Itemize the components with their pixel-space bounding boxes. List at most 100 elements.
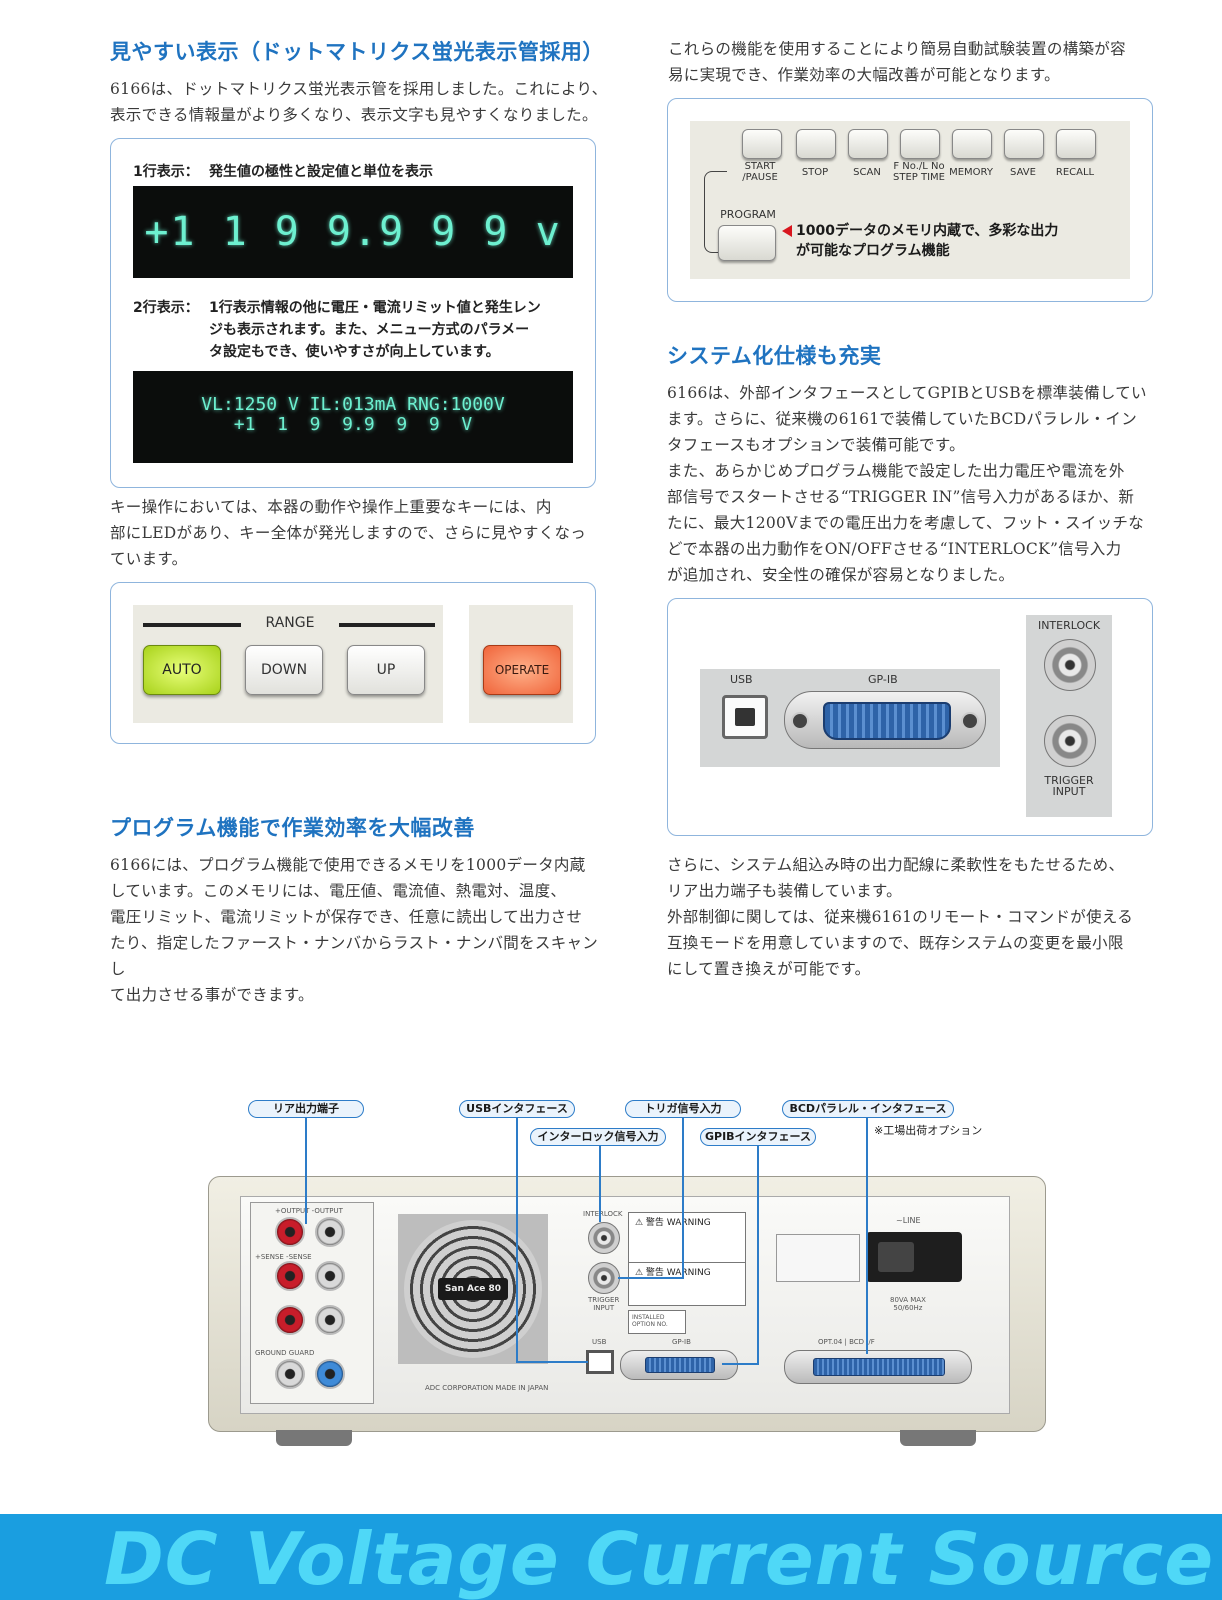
program-keys-panel: START /PAUSE STOP SCAN F No./L No STEP T… [667,98,1153,302]
left-foot [276,1430,352,1446]
stop-label: STOP [801,167,829,178]
leader-usb-h [516,1361,588,1363]
bnc-connectors-photo: INTERLOCK TRIGGER INPUT [1026,615,1112,817]
scan-label: SCAN [853,167,881,178]
callout-rear-output: リア出力端子 [248,1100,364,1118]
rear-interlock-label: INTERLOCK [583,1210,623,1218]
power-rating-label: 80VA MAX 50/60Hz [890,1296,926,1312]
up-key[interactable]: UP [347,645,425,695]
save-key[interactable] [1004,129,1044,159]
fno-lno-key[interactable] [900,129,940,159]
system-paragraph: 6166は、外部インタフェースとしてGPIBとUSBを標準装備してい ます。さら… [667,384,1147,584]
guard-jack-icon[interactable] [315,1359,345,1389]
operate-key-photo: OPERATE [469,605,573,723]
sense-lo-jack-icon[interactable] [315,1261,345,1291]
scan-key[interactable] [848,129,888,159]
ac-line-label: ~LINE [896,1216,921,1225]
bcd-socket [813,1358,945,1376]
rear-usb-port-icon[interactable] [586,1350,614,1374]
closing-paragraph: さらに、システム組込み時の出力配線に柔軟性をもたせるため、 リア出力端子も装備し… [667,856,1134,978]
output-lo-jack-icon[interactable] [315,1217,345,1247]
rear-opt-label: OPT.04 | BCD I/F [818,1338,875,1346]
range-bar-right [339,623,435,627]
cooling-fan: San Ace 80 [398,1214,548,1364]
sense-terminal-label: +SENSE -SENSE [255,1253,312,1261]
footer-banner: DC Voltage Current Source [0,1514,1222,1600]
row2-label: 2行表示： [133,300,199,316]
installed-option-label: INSTALLED OPTION NO. [628,1310,686,1334]
row2-description: 1行表示情報の他に電圧・電流リミット値と発生レン ジも表示されます。また、メニュ… [209,300,541,360]
bcd-port-icon[interactable] [784,1350,972,1384]
range-bar-left [143,623,241,627]
leader-rear-output [305,1118,307,1224]
ground-jack-icon[interactable] [275,1359,305,1389]
output-terminal-label: +OUTPUT -OUTPUT [275,1207,343,1215]
usb-port-icon[interactable] [722,695,768,739]
rear-gpib-socket [645,1357,715,1373]
gpib-port-socket [823,702,951,740]
start-pause-label: START /PAUSE [742,161,778,183]
fan-label: San Ace 80 [438,1278,508,1300]
rear-gpib-port-icon[interactable] [620,1350,738,1380]
rear-trigger-bnc-icon[interactable] [588,1262,620,1294]
operate-key[interactable]: OPERATE [483,645,561,695]
gpib-screw-left-icon [791,712,809,730]
leader-trigger-h [618,1277,684,1279]
leader-gpib-h [722,1363,759,1365]
gpib-port-icon[interactable] [784,691,986,749]
rear-output-terminal-block: +OUTPUT -OUTPUT +SENSE -SENSE GROUND GUA… [250,1202,374,1404]
range-keys-photo: RANGE AUTO DOWN UP [133,605,443,723]
leader-gpib-v [757,1146,759,1364]
ac-inlet-icon[interactable] [866,1232,962,1282]
auto-key[interactable]: AUTO [143,645,221,695]
trigger-bnc-icon[interactable] [1044,715,1096,767]
right-foot [900,1430,976,1446]
row1-description: 発生値の極性と設定値と単位を表示 [209,164,433,180]
rear-interlock-bnc-icon[interactable] [588,1222,620,1254]
intro-paragraph: これらの機能を使用することにより簡易自動試験装置の構築が容 易に実現でき、作業効… [668,40,1126,84]
memory-key[interactable] [952,129,992,159]
program-key[interactable] [718,225,776,261]
section-title-program: プログラム機能で作業効率を大幅改善 [110,816,475,840]
warning-title-2: ⚠ 警告 WARNING [635,1268,711,1278]
installed-option-text: INSTALLED OPTION NO. [632,1314,668,1328]
rear-gpib-label: GP-IB [672,1338,691,1346]
program-label: PROGRAM [720,208,776,221]
row1-label: 1行表示： [133,164,199,180]
interlock-bnc-icon[interactable] [1044,639,1096,691]
callout-trigger-input: トリガ信号入力 [625,1100,741,1118]
start-pause-key[interactable] [742,129,782,159]
guard-lo-jack-icon[interactable] [315,1305,345,1335]
usb-label: USB [730,673,753,686]
factory-option-note: ※工場出荷オプション [874,1124,983,1137]
rear-trigger-label: TRIGGER INPUT [588,1296,620,1312]
usb-port-socket [735,708,755,726]
section-title-system: システム化仕様も充実 [667,344,882,368]
warning-label-1: ⚠ 警告 WARNING [628,1212,746,1268]
memory-label: MEMORY [949,167,993,178]
leader-interlock [599,1146,601,1222]
program-paragraph: 6166には、プログラム機能で使用できるメモリを1000データ内蔵 しています。… [110,856,599,1004]
warning-label-2: ⚠ 警告 WARNING [628,1262,746,1306]
ground-terminal-label: GROUND GUARD [255,1349,315,1357]
callout-bcd-interface: BCDパラレル・インタフェース [782,1100,954,1118]
vfd-two-line-display: VL:1250 V IL:013mA RNG:1000V +1 1 9 9.9 … [133,371,573,463]
io-connectors-panel: USB GP-IB INTERLOCK TRIGGER INPUT [667,598,1153,836]
output-hi-jack-icon[interactable] [275,1217,305,1247]
fno-lno-label: F No./L No STEP TIME [893,161,945,183]
display-paragraph: 6166は、ドットマトリクス蛍光表示管を採用しました。これにより、 表示できる情… [110,80,608,124]
program-keys-photo: START /PAUSE STOP SCAN F No./L No STEP T… [690,121,1130,279]
recall-key[interactable] [1056,129,1096,159]
stop-key[interactable] [796,129,836,159]
made-in-label: ADC CORPORATION MADE IN JAPAN [425,1384,549,1392]
guard-hi-jack-icon[interactable] [275,1305,305,1335]
down-key[interactable]: DOWN [245,645,323,695]
range-label: RANGE [265,615,315,631]
save-label: SAVE [1010,167,1036,178]
leader-usb-v [516,1118,518,1362]
sense-hi-jack-icon[interactable] [275,1261,305,1291]
callout-usb-interface: USBインタフェース [459,1100,575,1118]
program-bracket [704,171,727,253]
usb-gpib-photo: USB GP-IB [700,669,1000,767]
recall-label: RECALL [1055,167,1095,178]
